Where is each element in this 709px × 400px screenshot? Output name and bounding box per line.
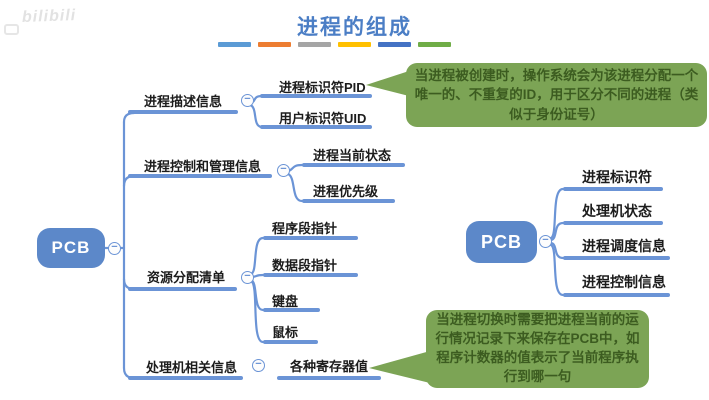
right-leaf-control-info: 进程控制信息 [582, 274, 666, 290]
underline [128, 287, 237, 291]
leaf-label-data-seg-ptr: 数据段指针 [272, 258, 338, 273]
collapse-icon[interactable]: − [241, 271, 254, 284]
pcb-root-node-left: PCB [37, 228, 105, 268]
underline [263, 273, 358, 277]
callout-switch-note: 当进程切换时需要把进程当前的运行情况记录下来保存在PCB中，如程序计数器的值表示… [426, 310, 649, 388]
leaf-label-program-seg-ptr: 程序段指针 [272, 221, 338, 236]
accent-dash [418, 42, 451, 47]
callout-text: 当进程切换时需要把进程当前的运行情况记录下来保存在PCB中，如程序计数器的值表示… [435, 312, 640, 384]
pcb-root-node-right: PCB [466, 221, 537, 263]
underline [128, 376, 243, 380]
collapse-icon[interactable]: − [539, 235, 552, 248]
callout-pointer [366, 71, 409, 96]
underline [260, 94, 372, 98]
branch-label-processor-info: 处理机相关信息 [146, 360, 238, 375]
leaf-label-pid: 进程标识符PID [279, 80, 366, 95]
leaf-label-mouse: 鼠标 [272, 325, 299, 340]
right-leaf-scheduling-info: 进程调度信息 [582, 238, 666, 254]
leaf-label-current-state: 进程当前状态 [313, 148, 392, 163]
accent-dash [298, 42, 331, 47]
accent-dash [378, 42, 411, 47]
underline [263, 308, 320, 312]
callout-pointer [369, 351, 430, 383]
underline [128, 110, 238, 114]
accent-dash [258, 42, 291, 47]
collapse-icon[interactable]: − [108, 242, 121, 255]
underline [563, 256, 670, 260]
right-leaf-identifier: 进程标识符 [582, 169, 652, 185]
branch-label-control-mgmt: 进程控制和管理信息 [144, 159, 262, 174]
underline [563, 187, 663, 191]
underline [563, 221, 663, 225]
leaf-label-registers: 各种寄存器值 [290, 359, 369, 374]
branch-label-resources: 资源分配清单 [147, 270, 226, 285]
accent-dash [218, 42, 251, 47]
bilibili-tv-icon [4, 24, 19, 35]
underline [128, 174, 272, 178]
accent-dash [338, 42, 371, 47]
leaf-label-keyboard: 键盘 [272, 294, 299, 309]
page-title: 进程的组成 [297, 16, 412, 39]
collapse-icon[interactable]: − [241, 94, 254, 107]
leaf-label-priority: 进程优先级 [313, 184, 379, 199]
underline [563, 293, 670, 297]
underline [260, 125, 372, 129]
right-leaf-cpu-state: 处理机状态 [582, 203, 652, 219]
underline [302, 163, 405, 167]
leaf-label-uid: 用户标识符UID [279, 111, 367, 126]
callout-text: 当进程被创建时，操作系统会为该进程分配一个唯一的、不重复的ID，用于区分不同的进… [414, 68, 699, 122]
pcb-root-label: PCB [480, 231, 522, 252]
collapse-icon[interactable]: − [277, 164, 290, 177]
pcb-root-label: PCB [51, 238, 91, 257]
underline [277, 376, 381, 380]
underline [263, 236, 358, 240]
branch-label-description: 进程描述信息 [144, 94, 223, 109]
callout-pid-note: 当进程被创建时，操作系统会为该进程分配一个唯一的、不重复的ID，用于区分不同的进… [406, 63, 707, 127]
underline [302, 199, 395, 203]
underline [263, 340, 318, 344]
collapse-icon[interactable]: − [252, 359, 265, 372]
